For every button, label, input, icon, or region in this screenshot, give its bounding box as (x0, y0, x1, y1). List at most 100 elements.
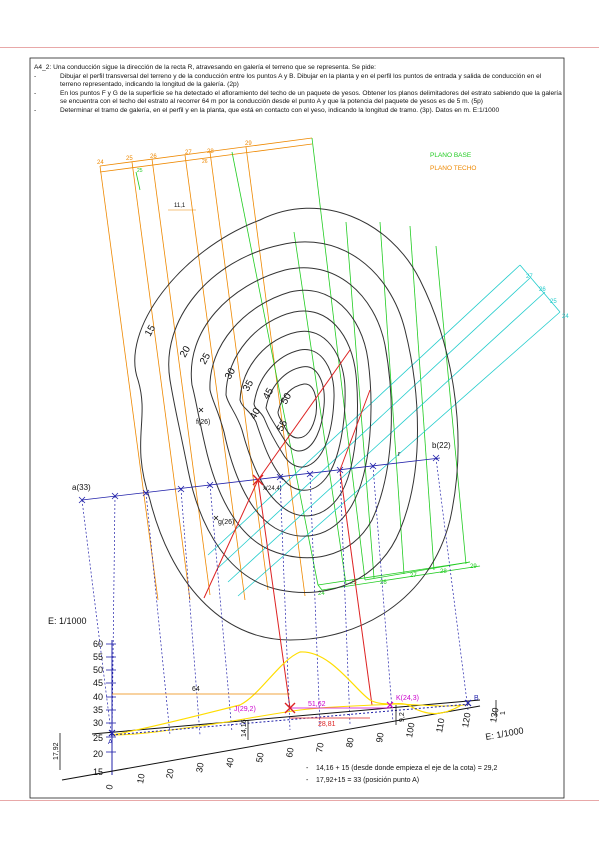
contour-label-55: 55 (275, 418, 290, 434)
profile-y-ticks: 15 20 25 30 35 40 45 50 55 60 (93, 639, 103, 777)
dim-2881: 28,81 (318, 721, 336, 728)
x-tick: 10 (135, 773, 147, 785)
point-b-label: b(22) (432, 441, 451, 450)
base-label-26: 26 (380, 580, 387, 586)
problem-intro: A4_2: Una conducción sigue la dirección … (34, 64, 562, 73)
contour-label-35: 35 (241, 378, 256, 394)
y-tick: 50 (93, 665, 103, 675)
y-tick: 25 (93, 733, 103, 743)
dim-1: 1 (500, 711, 507, 715)
dim-5162: 51,62 (308, 701, 326, 708)
cyan-lines (207, 264, 561, 597)
dim-1416: 14,16 (241, 719, 248, 737)
terrain-profile (111, 651, 461, 736)
x-tick: 40 (224, 757, 236, 769)
legend-techo: PLANO TECHO (430, 165, 476, 172)
point-r-label: r (398, 451, 401, 458)
techo-inner-label-25: 25 (137, 168, 143, 174)
dim-1792: 17,92 (53, 742, 60, 760)
top-rule (0, 47, 599, 48)
profile-scale-h: E: 1/1000 (485, 725, 525, 742)
problem-intro-text: Una conducción sigue la dirección de la … (53, 64, 377, 71)
contour-label-30: 30 (223, 366, 238, 382)
contour-label-40: 40 (248, 406, 263, 422)
contour-label-15: 15 (143, 323, 158, 339)
red-plan-lines (203, 349, 373, 709)
problem-bullet-1: - Dibujar el perfil transversal del terr… (34, 73, 562, 90)
y-tick: 55 (93, 652, 103, 662)
profile-point-j-label: J(29,2) (234, 706, 256, 713)
note-mark-1: - (306, 765, 309, 772)
bullet-mark: - (34, 72, 37, 80)
problem-statement: A4_2: Una conducción sigue la dirección … (34, 64, 562, 116)
base-label-24: 24 (318, 591, 325, 597)
techo-label-25: 25 (126, 156, 133, 162)
profile-section: E: 1/1000 15 20 25 30 35 40 45 50 55 60 (48, 616, 524, 790)
contour-lines (134, 207, 459, 641)
point-g-label: g(26) (218, 519, 234, 526)
x-tick: 120 (460, 712, 472, 729)
profile-point-b-label: B (474, 695, 479, 702)
y-tick: 15 (93, 767, 103, 777)
point-x-mark (252, 474, 264, 486)
base-plane-lines (231, 137, 481, 591)
legend-base: PLANO BASE (430, 152, 472, 159)
point-g-mark (213, 515, 219, 521)
cyan-label-27: 27 (526, 274, 533, 280)
x-tick: 0 (104, 784, 115, 791)
techo-dim-111: 11,1 (174, 203, 186, 209)
y-tick: 45 (93, 678, 103, 688)
problem-code: A4_2: (34, 64, 52, 71)
profile-datum-line (91, 699, 481, 735)
contour-label-45: 45 (261, 386, 276, 402)
profile-x-axis (61, 705, 481, 781)
techo-label-26: 26 (150, 154, 157, 160)
x-tick: 60 (284, 747, 296, 759)
problem-bullet-3: - Determinar el tramo de galería, en el … (34, 107, 562, 116)
profile-point-b-mark (464, 699, 472, 707)
x-tick: 130 (488, 707, 500, 724)
contour-label-20: 20 (178, 344, 193, 360)
note-mark-2: - (306, 777, 309, 784)
profile-note-2: 17,92+15 = 33 (posición punto A) (316, 777, 419, 784)
y-tick: 30 (93, 718, 103, 728)
profile-scale-v: E: 1/1000 (48, 616, 87, 626)
point-f-mark (198, 407, 204, 413)
cyan-label-25: 25 (550, 299, 557, 305)
base-label-29: 29 (470, 564, 477, 570)
base-label-28: 28 (440, 569, 447, 575)
base-label-25: 25 (350, 580, 357, 586)
bullet-text: Dibujar el perfil transversal del terren… (60, 72, 542, 89)
page-frame (29, 57, 565, 799)
profile-y-tick-marks (106, 643, 116, 753)
profile-point-a-label: A (108, 739, 113, 746)
techo-label-28: 28 (207, 149, 214, 155)
techo-label-24: 24 (97, 160, 104, 166)
x-tick: 30 (194, 762, 206, 774)
x-tick: 90 (374, 732, 386, 744)
y-tick: 40 (93, 692, 103, 702)
point-a-label: a(33) (72, 483, 91, 492)
x-tick: 50 (254, 752, 266, 764)
bullet-text: Determinar el tramo de galería, en el pe… (60, 106, 500, 114)
profile-point-j-mark (284, 702, 296, 714)
contour-label-50: 50 (279, 391, 294, 407)
point-f-label: f(26) (196, 419, 210, 426)
y-tick: 20 (93, 749, 103, 759)
x-tick: 100 (404, 722, 416, 739)
line-r (81, 457, 441, 501)
x-tick: 110 (434, 717, 446, 733)
bottom-rule (0, 800, 599, 801)
problem-bullet-2: - En los puntos F y G de la superficie s… (34, 90, 562, 107)
dim-64: 64 (192, 686, 200, 693)
techo-label-29: 29 (245, 141, 252, 147)
y-tick: 35 (93, 705, 103, 715)
profile-point-k-label: K(24,3) (396, 695, 419, 702)
techo-inner-label-26: 26 (202, 159, 208, 165)
y-tick: 60 (93, 639, 103, 649)
techo-label-27: 27 (185, 150, 192, 156)
x-tick: 80 (344, 737, 356, 749)
bullet-mark: - (34, 89, 37, 97)
profile-x-ticks: 0 10 20 30 40 50 60 70 80 90 100 110 120… (104, 707, 500, 791)
